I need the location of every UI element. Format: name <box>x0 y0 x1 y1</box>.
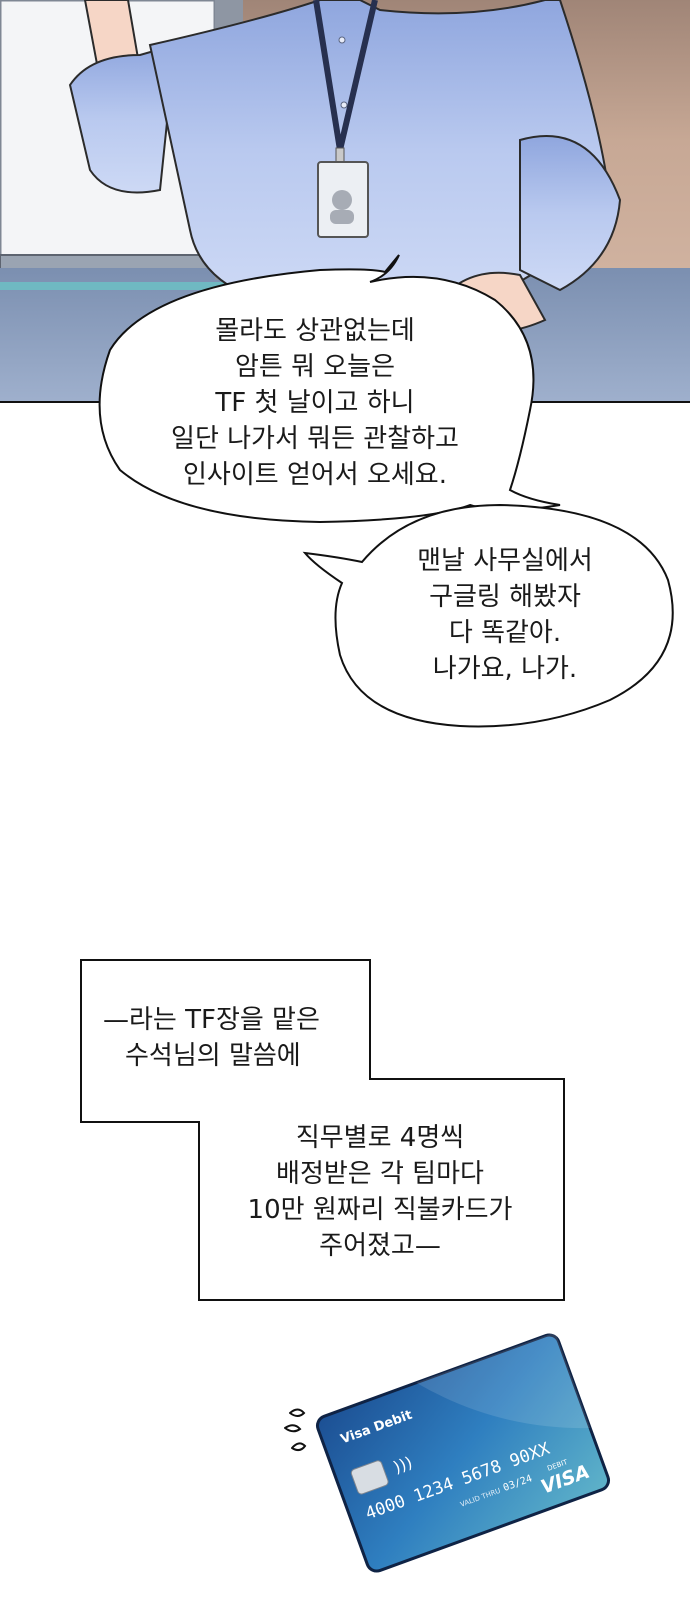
caption-box <box>80 959 565 1301</box>
dialogue-line: 구글링 해봤자 <box>429 582 581 612</box>
dialogue-line: 몰라도 상관없는데 <box>215 316 415 346</box>
caption-2-text: 직무별로 4명씩 배정받은 각 팀마다 10만 원짜리 직불카드가 주어졌고— <box>220 1120 540 1264</box>
dialogue-line: 다 똑같아. <box>448 618 562 648</box>
caption-1-text: —라는 TF장을 맡은 수석님의 말씀에 <box>103 1002 320 1074</box>
speech-bubble-1-text: 몰라도 상관없는데 암튼 뭐 오늘은 TF 첫 날이고 하니 일단 나가서 뭐든… <box>150 313 480 493</box>
motion-marks-icon <box>284 1408 307 1452</box>
dialogue-line: 맨날 사무실에서 <box>417 546 593 576</box>
caption-line: 직무별로 4명씩 <box>295 1123 465 1153</box>
dialogue-line: 인사이트 얻어서 오세요. <box>183 460 447 490</box>
caption-line: 10만 원짜리 직불카드가 <box>247 1195 513 1225</box>
chip-icon <box>350 1460 389 1495</box>
speech-bubble-2-text: 맨날 사무실에서 구글링 해봤자 다 똑같아. 나가요, 나가. <box>390 543 620 687</box>
speech-bubble-2 <box>302 503 674 728</box>
caption-line: 수석님의 말씀에 <box>125 1041 301 1071</box>
caption-line: 주어졌고— <box>319 1231 441 1261</box>
dialogue-line: 암튼 뭐 오늘은 <box>234 352 396 382</box>
caption-line: 배정받은 각 팀마다 <box>276 1159 484 1189</box>
dialogue-line: 일단 나가서 뭐든 관찰하고 <box>171 424 459 454</box>
debit-card: Visa Debit ))) 4000 1234 5678 90XX VALID… <box>315 1332 611 1573</box>
dialogue-line: 나가요, 나가. <box>432 654 578 684</box>
caption-line: —라는 TF장을 맡은 <box>103 1005 320 1035</box>
dialogue-line: TF 첫 날이고 하니 <box>215 388 415 418</box>
